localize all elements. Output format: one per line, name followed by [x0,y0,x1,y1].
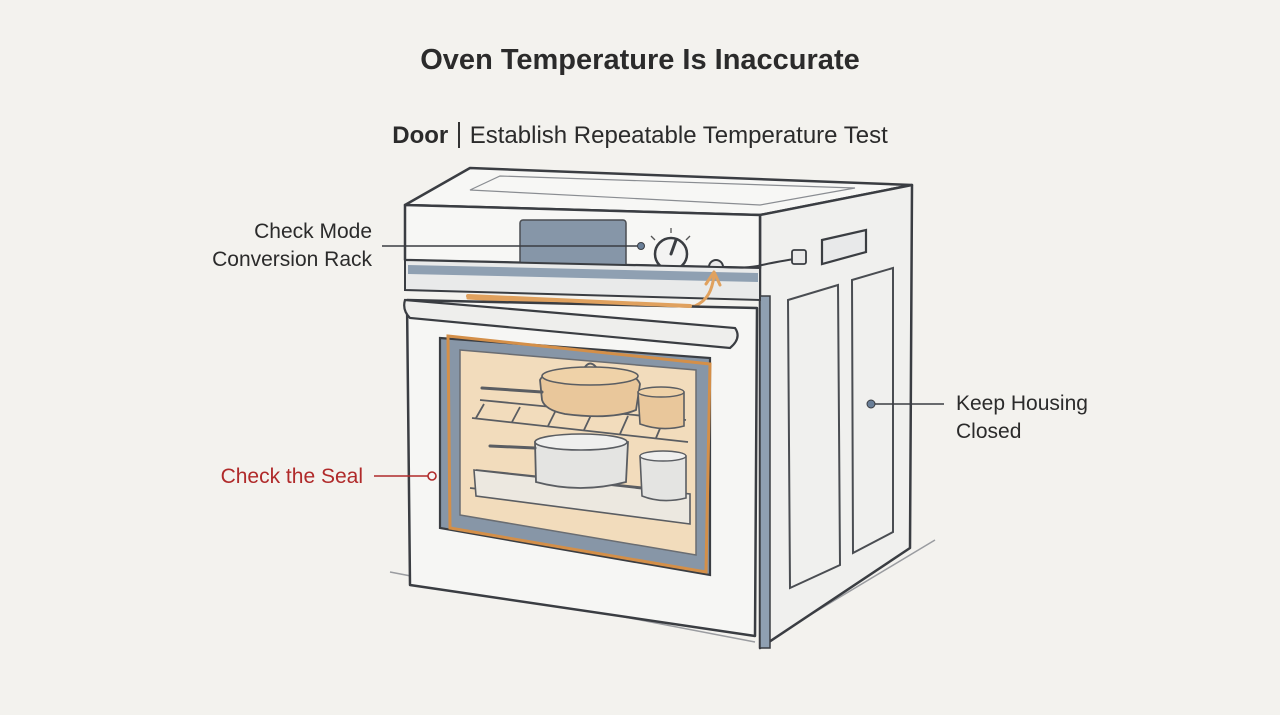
steel-saucepan [639,450,687,502]
steel-pot [488,433,629,489]
side-panel-right [850,266,894,555]
callout-housing: Keep Housing Closed [956,390,1156,446]
callout-seal: Check the Seal [150,463,363,491]
knob-ticks [650,228,691,241]
section-label: Door [392,122,449,149]
mode-rack-dot [637,242,645,250]
panel-strip-blue [408,265,758,282]
door-handle[interactable] [403,298,739,350]
baking-tray [473,469,691,525]
step-label: Establish Repeatable Temperature Test [469,122,888,149]
callout-mode-rack: Check Mode Conversion Rack [150,218,372,274]
probe-cable [722,257,801,269]
oven-top-inset [469,175,856,206]
housing-dot [866,399,876,409]
callout-housing-line1: Keep Housing [956,392,1088,415]
handle-highlight [466,294,692,308]
step-subtitle: Door Establish Repeatable Temperature Tes… [0,122,1280,150]
knob-indicator [669,238,678,256]
door-seal [446,334,712,574]
callout-mode-rack-line1: Check Mode [254,220,372,243]
callout-seal-text: Check the Seal [220,465,363,488]
probe-clip [791,249,807,265]
side-handle [820,228,868,266]
callout-housing-line2: Closed [956,420,1022,443]
side-blue-edge [759,295,771,649]
small-pot [637,386,685,430]
callout-mode-rack-line2: Conversion Rack [212,248,372,271]
subtitle-divider [458,122,460,148]
casserole-dish [480,362,641,418]
side-panel-left [786,283,842,590]
seal-dot [427,471,437,481]
arrow-head [704,270,722,287]
page-title: Oven Temperature Is Inaccurate [420,44,860,76]
